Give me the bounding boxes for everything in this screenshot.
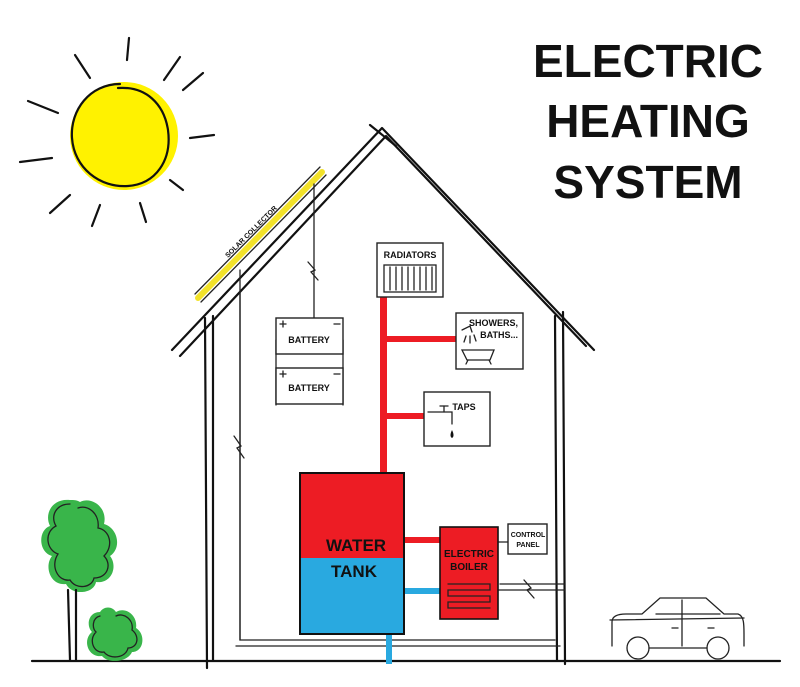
lightning-icon (233, 435, 245, 459)
battery-icon: BATTERY (275, 367, 344, 405)
cold-water-pipes (386, 588, 440, 664)
bathtub-icon (460, 349, 495, 365)
radiators-label: RADIATORS (384, 250, 437, 260)
taps-label: TAPS (452, 402, 475, 412)
water-tank-label-line-2: TANK (331, 562, 378, 581)
lightning-icon (523, 579, 535, 599)
taps-unit: TAPS (423, 391, 491, 447)
diagram-title: ELECTRIC HEATING SYSTEM (533, 35, 763, 208)
control-panel-label-line-1: CONTROL (511, 532, 546, 539)
car-icon (609, 597, 745, 660)
control-panel: CONTROL PANEL (507, 523, 548, 555)
solar-collector: SOLAR COLLECTOR (194, 166, 327, 303)
tap-icon (427, 405, 454, 438)
sun-icon (18, 36, 216, 228)
water-tank-label-line-1: WATER (326, 536, 386, 555)
shower-icon (461, 325, 477, 344)
battery-1-label: BATTERY (288, 335, 330, 345)
radiator-icon (383, 264, 437, 293)
control-panel-label-line-2: PANEL (516, 542, 540, 549)
title-line-1: ELECTRIC (533, 35, 763, 87)
tree-icon (41, 499, 118, 662)
showers-label-line-2: BATHS... (480, 330, 518, 340)
battery-icon: BATTERY (275, 317, 344, 355)
title-line-2: HEATING (546, 95, 750, 147)
water-tank: WATER TANK (299, 472, 405, 635)
electric-boiler-label-line-1: ELECTRIC (444, 549, 494, 560)
battery-2-label: BATTERY (288, 383, 330, 393)
showers-baths-unit: SHOWERS, BATHS... (455, 312, 524, 370)
electric-boiler: ELECTRIC BOILER (439, 526, 499, 620)
electric-boiler-label-line-2: BOILER (450, 562, 489, 573)
showers-label-line-1: SHOWERS, (469, 318, 518, 328)
lightning-icon (307, 261, 319, 281)
hot-water-pipes (380, 296, 457, 543)
bush-icon (87, 607, 143, 661)
title-line-3: SYSTEM (553, 156, 742, 208)
radiators-unit: RADIATORS (376, 242, 444, 298)
